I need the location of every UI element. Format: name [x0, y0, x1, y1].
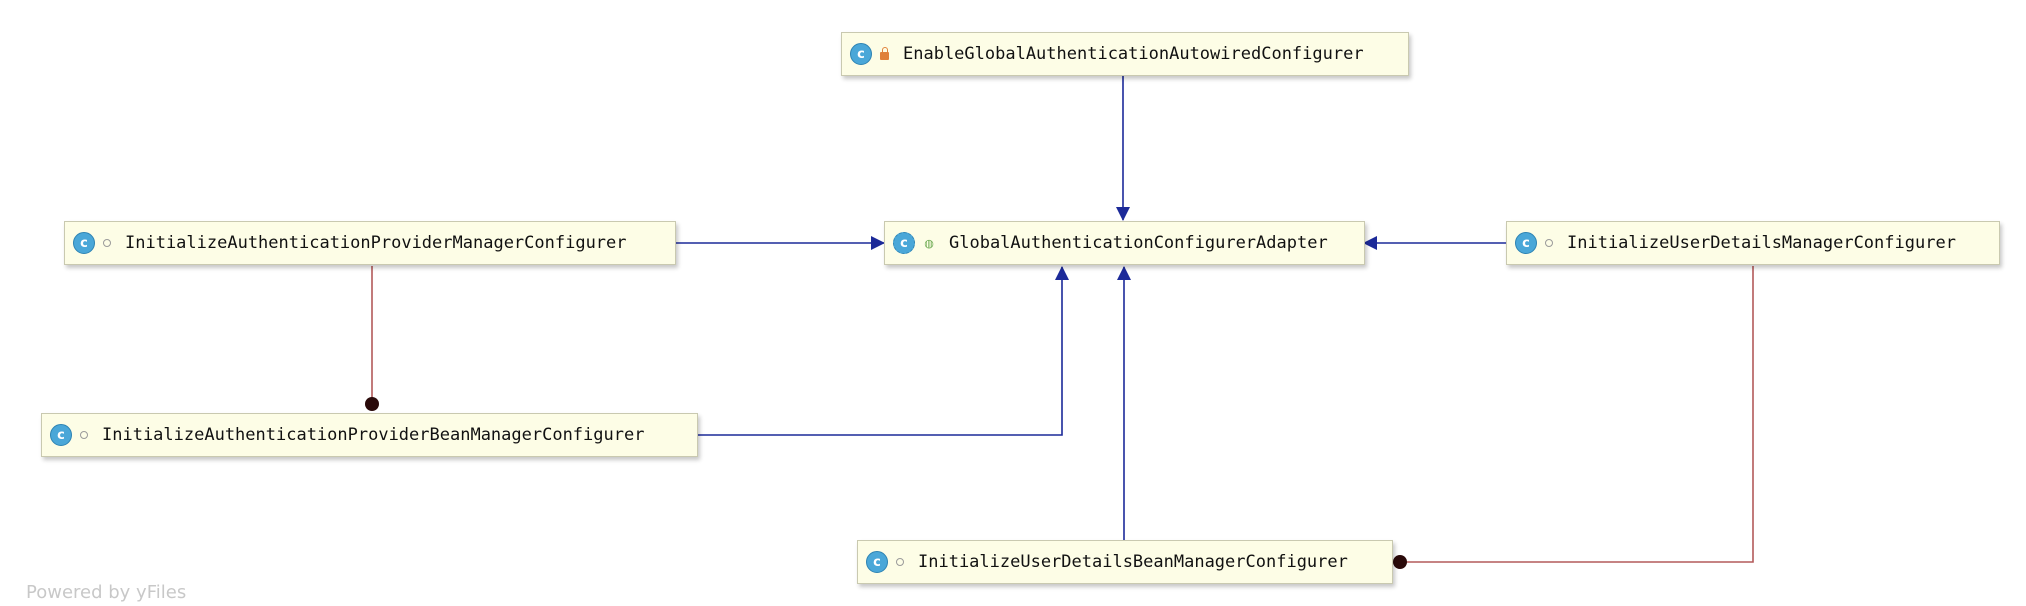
inner-class-dot: [1393, 555, 1407, 569]
package-private-icon: [80, 431, 88, 439]
package-private-icon: [1545, 239, 1553, 247]
class-icon: c: [866, 551, 888, 573]
abstract-class-icon: c: [893, 232, 915, 254]
package-private-icon: [896, 558, 904, 566]
node-label: InitializeAuthenticationProviderManagerC…: [125, 233, 627, 253]
inner-class-dot: [365, 397, 379, 411]
node-label: EnableGlobalAuthenticationAutowiredConfi…: [903, 44, 1364, 64]
node-label: InitializeUserDetailsBeanManagerConfigur…: [918, 552, 1348, 572]
class-icon: c: [73, 232, 95, 254]
class-icon: c: [50, 424, 72, 446]
node-initialize-authentication-provider-manager-configurer[interactable]: c InitializeAuthenticationProviderManage…: [64, 221, 676, 265]
node-initialize-authentication-provider-bean-manager-configurer[interactable]: c InitializeAuthenticationProviderBeanMa…: [41, 413, 698, 457]
powered-by-footer: Powered by yFiles: [26, 582, 187, 603]
node-global-authentication-configurer-adapter[interactable]: c ◍ GlobalAuthenticationConfigurerAdapte…: [884, 221, 1365, 265]
node-label: InitializeAuthenticationProviderBeanMana…: [102, 425, 645, 445]
class-icon: c: [1515, 232, 1537, 254]
node-enable-global-authentication-autowired-configurer[interactable]: c EnableGlobalAuthenticationAutowiredCon…: [841, 32, 1409, 76]
class-icon: c: [850, 43, 872, 65]
private-lock-icon: [880, 46, 889, 60]
node-label: GlobalAuthenticationConfigurerAdapter: [949, 233, 1328, 253]
node-label: InitializeUserDetailsManagerConfigurer: [1567, 233, 1956, 253]
edge-inner-userdetails-userdetailsbean: [1402, 266, 1754, 563]
abstract-marker-icon: ◍: [924, 236, 934, 250]
package-private-icon: [103, 239, 111, 247]
node-initialize-user-details-bean-manager-configurer[interactable]: c InitializeUserDetailsBeanManagerConfig…: [857, 540, 1393, 584]
node-initialize-user-details-manager-configurer[interactable]: c InitializeUserDetailsManagerConfigurer: [1506, 221, 2000, 265]
edge-providerbean-to-adapter: [698, 266, 1069, 436]
